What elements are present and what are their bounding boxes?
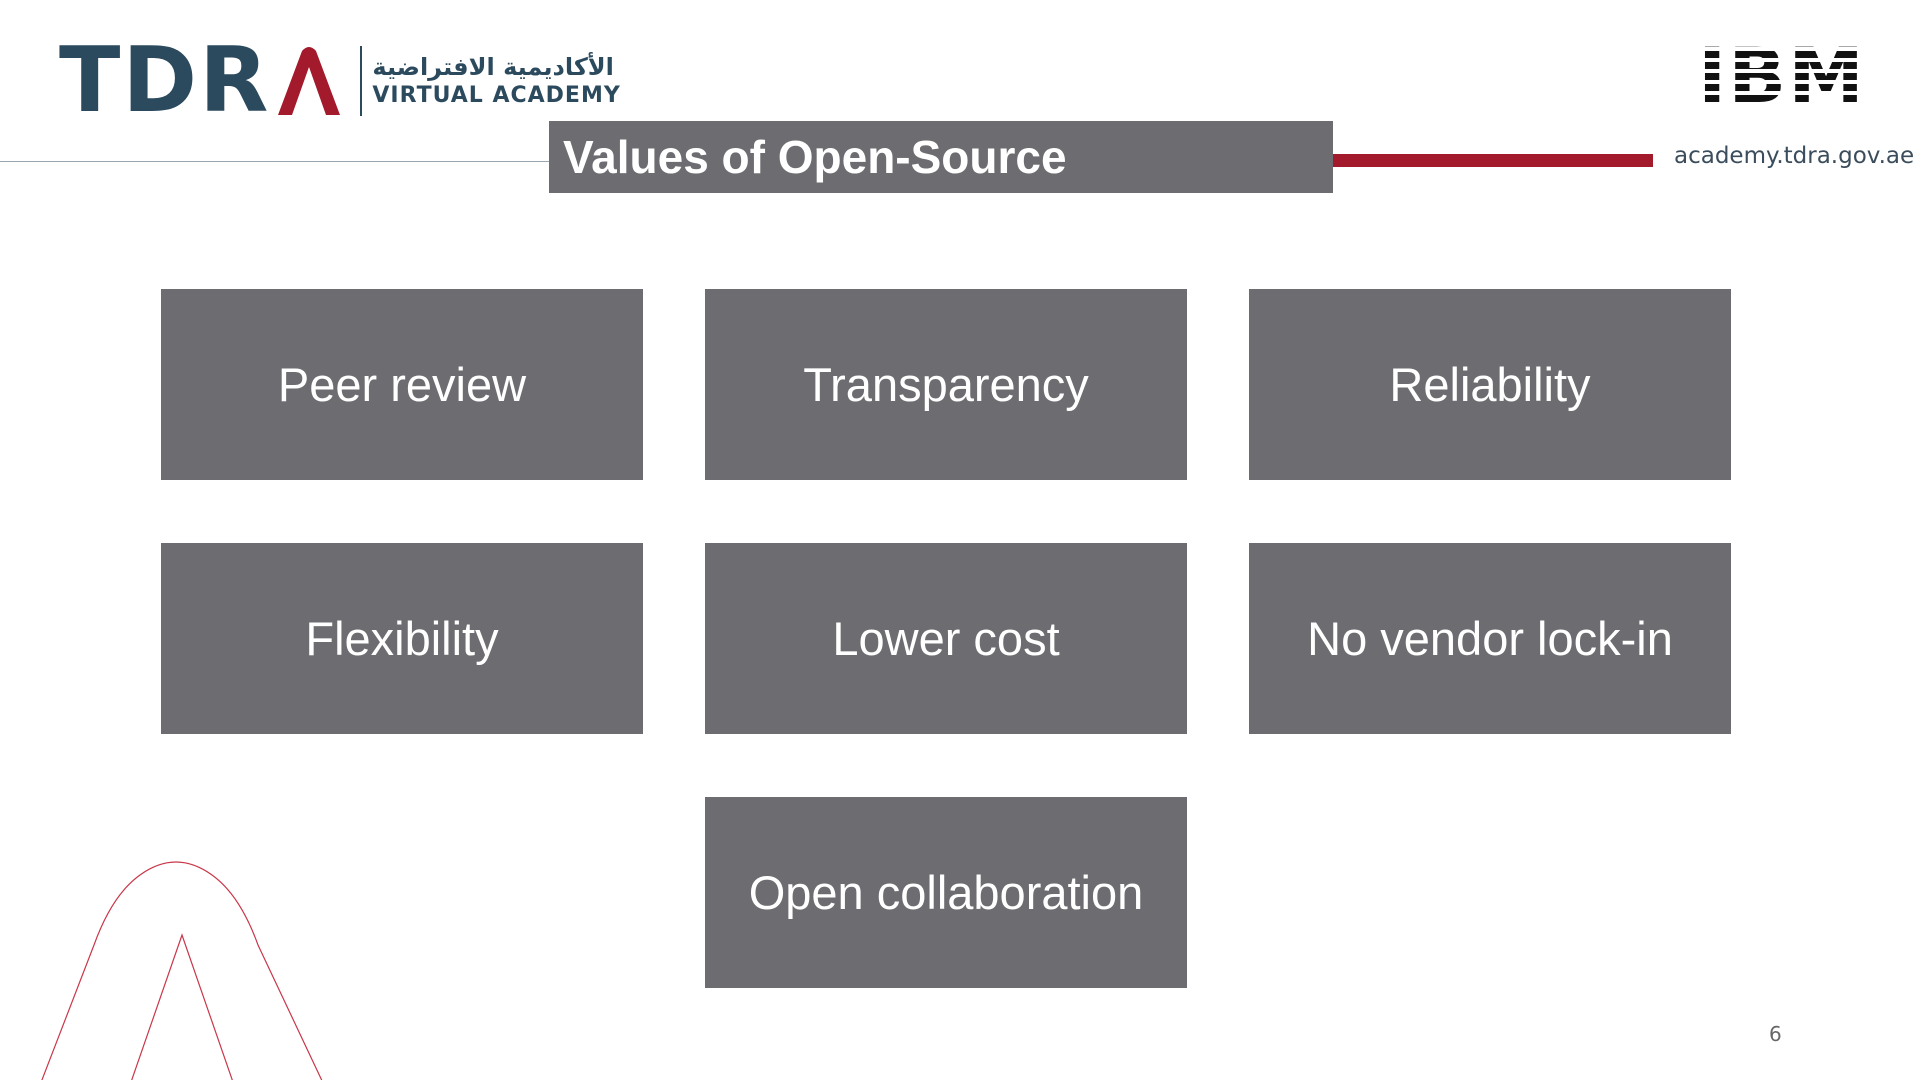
header-red-rule <box>1333 154 1653 167</box>
value-label: Peer review <box>277 358 527 411</box>
value-label: Lower cost <box>832 612 1060 665</box>
page-title: Values of Open-Source <box>563 131 1067 183</box>
ibm-logo-stripes <box>1698 47 1878 106</box>
logo-divider <box>360 46 363 116</box>
value-label: Reliability <box>1389 358 1591 411</box>
value-label: Transparency <box>803 358 1089 411</box>
ibm-logo: IBM <box>1698 38 1878 114</box>
logo-arabic-text: الأكاديمية الافتراضية <box>372 53 614 81</box>
site-url: academy.tdra.gov.ae <box>1674 143 1915 169</box>
title-bar: Values of Open-Source <box>549 121 1333 193</box>
value-box-open-collaboration: Open collaboration <box>705 797 1187 988</box>
header-left-rule <box>0 161 549 162</box>
value-box-transparency: Transparency <box>705 289 1187 480</box>
tdra-wordmark: TDR <box>59 28 344 133</box>
page-number: 6 <box>1769 1022 1782 1046</box>
value-box-peer-review: Peer review <box>161 289 643 480</box>
value-box-no-vendor-lock-in: No vendor lock-in <box>1249 543 1731 734</box>
value-label: No vendor lock-in <box>1307 612 1673 665</box>
logo-english-text: VIRTUAL ACADEMY <box>372 83 621 108</box>
tdra-wordmark-letters: TDR <box>59 28 271 133</box>
decorative-arch-outline <box>41 861 323 1080</box>
tdra-a-glyph <box>278 47 341 115</box>
tdra-virtual-academy-logo: TDR الأكاديمية الافتراضية VIRTUAL ACADEM… <box>59 28 621 133</box>
value-box-flexibility: Flexibility <box>161 543 643 734</box>
value-label: Open collaboration <box>748 866 1144 919</box>
value-box-reliability: Reliability <box>1249 289 1731 480</box>
value-box-lower-cost: Lower cost <box>705 543 1187 734</box>
value-label: Flexibility <box>305 612 499 665</box>
